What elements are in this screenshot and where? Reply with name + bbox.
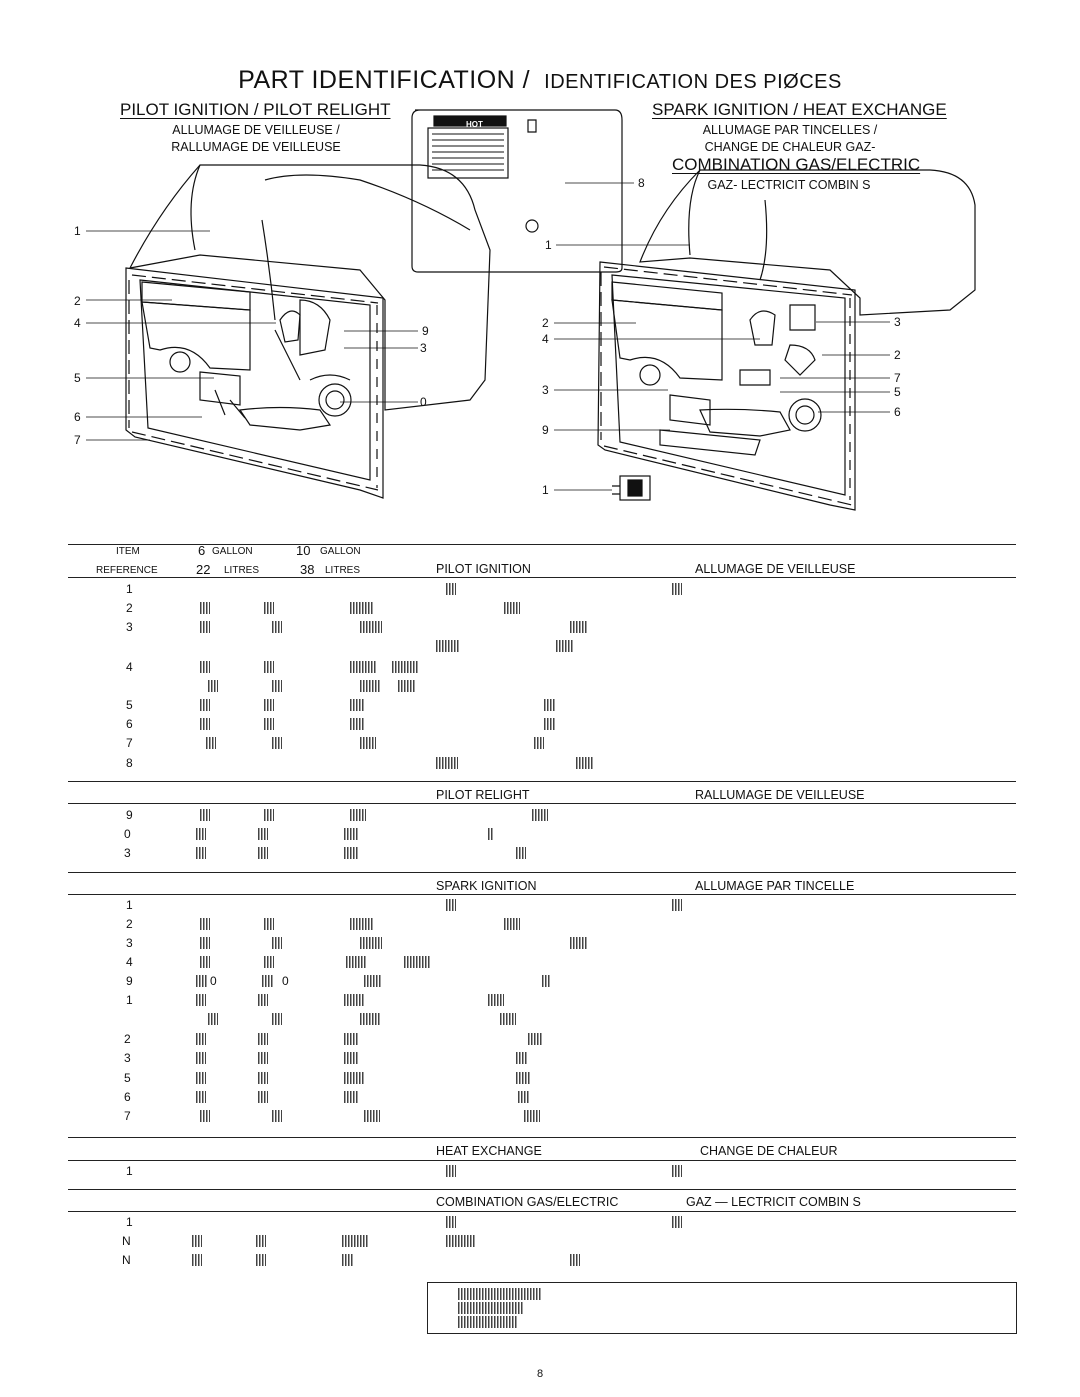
- row-si-9-col-10: 0: [282, 974, 289, 988]
- section-heat-exchange-fr: CHANGE DE CHALEUR: [700, 1144, 838, 1158]
- row-si-1b: 1: [126, 993, 133, 1007]
- left-heading: PILOT IGNITION / PILOT RELIGHT: [120, 100, 391, 119]
- right-heading2: COMBINATION GAS/ELECTRIC: [672, 155, 921, 174]
- callout-left-6: 6: [74, 410, 81, 424]
- section-combination: COMBINATION GAS/ELECTRIC: [436, 1195, 619, 1209]
- hdr-reference: REFERENCE: [96, 565, 158, 576]
- row-si-9: 9: [126, 974, 133, 988]
- right-sub-line1: ALLUMAGE PAR TINCELLES /: [702, 123, 878, 137]
- callout-right-r3: 3: [894, 315, 901, 329]
- callout-right-r5: 5: [894, 385, 901, 399]
- door-hot-label: HOT: [466, 120, 483, 129]
- row-pi-5: 5: [126, 698, 133, 712]
- row-pi-2: 2: [126, 601, 133, 615]
- callout-left-3: 3: [420, 341, 427, 355]
- callout-left-7: 7: [74, 433, 81, 447]
- callout-left-0: 0: [420, 395, 427, 409]
- hdr-10: 10: [296, 543, 311, 558]
- page-title: PART IDENTIFICATION / IDENTIFICATION DES …: [0, 66, 1080, 95]
- row-si-3: 3: [126, 936, 133, 950]
- callout-right-4: 4: [542, 332, 549, 346]
- callout-left-5: 5: [74, 371, 81, 385]
- left-sub-line2: RALLUMAGE DE VEILLEUSE: [171, 140, 341, 154]
- hdr-litres-38: LITRES: [325, 565, 361, 576]
- row-pi-4: 4: [126, 660, 133, 674]
- right-sub-line2: CHANGE DE CHALEUR GAZ-: [704, 140, 876, 154]
- title-en: PART IDENTIFICATION /: [238, 66, 531, 94]
- page-number: 8: [536, 1368, 544, 1380]
- callout-right-r6: 6: [894, 405, 901, 419]
- right-frame: [597, 261, 856, 511]
- callout-left-2: 2: [74, 294, 81, 308]
- row-si-9-col-6: 0: [210, 974, 217, 988]
- note-box: [427, 1282, 1017, 1334]
- row-si-4: 4: [126, 955, 133, 969]
- hdr-gallon-10: GALLON: [320, 546, 361, 557]
- access-door: [411, 109, 623, 273]
- title-fr: IDENTIFICATION DES PIØCES: [544, 71, 842, 93]
- callout-right-3: 3: [542, 383, 549, 397]
- row-si-2b: 2: [124, 1032, 131, 1046]
- row-cg-1: 1: [126, 1215, 133, 1229]
- heater-illustrations: HOT: [86, 109, 976, 511]
- callout-right-9: 9: [542, 423, 549, 437]
- section-pilot-relight-fr: RALLUMAGE DE VEILLEUSE: [695, 788, 865, 802]
- row-si-3b: 3: [124, 1051, 131, 1065]
- callout-door-8: 8: [638, 176, 645, 190]
- callout-right-1b: 1: [542, 483, 549, 497]
- section-spark-ignition: SPARK IGNITION: [436, 879, 537, 893]
- row-si-2: 2: [126, 917, 133, 931]
- right-heading: SPARK IGNITION / HEAT EXCHANGE: [652, 100, 947, 119]
- section-heat-exchange: HEAT EXCHANGE: [436, 1144, 542, 1158]
- row-si-5: 5: [124, 1071, 131, 1085]
- hdr-22: 22: [196, 562, 211, 577]
- left-sub-line1: ALLUMAGE DE VEILLEUSE /: [172, 123, 340, 137]
- section-spark-ignition-fr: ALLUMAGE PAR TINCELLE: [695, 879, 855, 893]
- row-pi-7: 7: [126, 736, 133, 750]
- hdr-litres-22: LITRES: [224, 565, 260, 576]
- callout-right-r2: 2: [894, 348, 901, 362]
- section-pilot-relight: PILOT RELIGHT: [436, 788, 530, 802]
- callout-left-4: 4: [74, 316, 81, 330]
- hdr-gallon-6: GALLON: [212, 546, 253, 557]
- row-he-1: 1: [126, 1164, 133, 1178]
- row-cg-n2: N: [122, 1253, 131, 1267]
- row-si-6: 6: [124, 1090, 131, 1104]
- hdr-38: 38: [300, 562, 315, 577]
- left-frame: [125, 267, 384, 499]
- callout-right-1: 1: [545, 238, 552, 252]
- left-heater-shell: [128, 164, 491, 411]
- hdr-6: 6: [198, 543, 206, 558]
- row-si-7: 7: [124, 1109, 131, 1123]
- right-heater-shell: [639, 169, 976, 316]
- callout-right-r7: 7: [894, 371, 901, 385]
- section-pilot-ignition-fr: ALLUMAGE DE VEILLEUSE: [695, 562, 856, 576]
- right-sub-line3: GAZ- LECTRICIT COMBIN S: [707, 178, 871, 192]
- row-pr-9: 9: [126, 808, 133, 822]
- hdr-item: ITEM: [116, 546, 140, 557]
- row-pi-8: 8: [126, 756, 133, 770]
- section-combination-fr: GAZ — LECTRICIT COMBIN S: [686, 1195, 861, 1209]
- row-cg-n1: N: [122, 1234, 131, 1248]
- callout-right-2: 2: [542, 316, 549, 330]
- row-pr-0: 0: [124, 827, 131, 841]
- callout-left-9: 9: [422, 324, 429, 338]
- row-pr-3: 3: [124, 846, 131, 860]
- row-pi-1: 1: [126, 582, 133, 596]
- row-si-1: 1: [126, 898, 133, 912]
- section-pilot-ignition: PILOT IGNITION: [436, 562, 531, 576]
- row-pi-3: 3: [126, 620, 133, 634]
- callout-left-1: 1: [74, 224, 81, 238]
- row-pi-6: 6: [126, 717, 133, 731]
